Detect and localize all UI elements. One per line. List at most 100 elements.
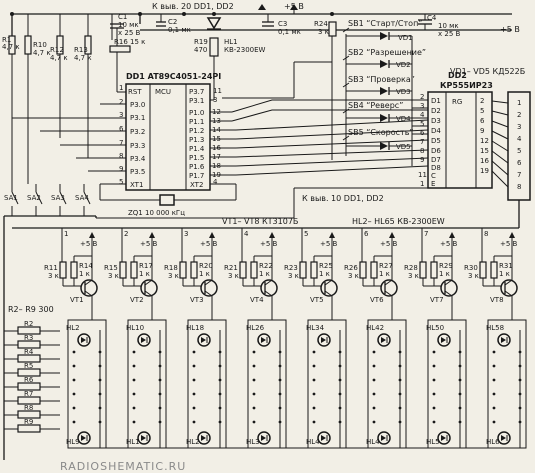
- pullup-resistors: R1 4,7 к R10 4,7 к R12 4,7 к R13 4,7 к: [2, 35, 92, 184]
- dd2-qnum-8: 19: [480, 167, 489, 175]
- dd2-title: DD2: [448, 71, 467, 80]
- c4-value2: х 25 В: [438, 30, 461, 38]
- r13-ref: R13: [74, 46, 88, 54]
- plus5-label: +5 В: [440, 240, 458, 248]
- hl-note: HL2– HL65 КВ-2300EW: [352, 217, 445, 226]
- dd1-p17: P1.7: [189, 172, 204, 180]
- dd2-qnum-3: 6: [480, 117, 485, 125]
- sb5-label: SB5 “Скорость”: [348, 128, 414, 137]
- dd2-out-1: 1: [517, 99, 521, 107]
- plus5-label: +5 В: [500, 240, 518, 248]
- c2-ref: C2: [168, 18, 177, 26]
- dd1-pin-9: 9: [119, 165, 123, 173]
- vd-note: VD1– VD5 КД522Б: [450, 67, 525, 76]
- dd1-p37: P3.7: [189, 88, 204, 96]
- supply-rails: К выв. 20 DD1, DD2 +5 В +5 В: [10, 2, 520, 40]
- buttons-block: R24 3 к SB1 “Старт/Стоп” SB2 “Разрешение…: [222, 19, 428, 166]
- rb-value: 3 к: [48, 272, 59, 280]
- plus5-top: +5 В: [284, 2, 304, 11]
- bus-top-label: К выв. 20 DD1, DD2: [152, 2, 234, 11]
- re-ref: R25: [319, 262, 333, 270]
- dd1-p13: P1.3: [189, 136, 204, 144]
- series-resistor-2: R2: [4, 320, 60, 335]
- quartz-label: ZQ1 10 000 кГц: [128, 209, 185, 217]
- re-value: 1 к: [379, 270, 390, 278]
- sa3-label: SA3: [51, 194, 65, 202]
- rb-value: 3 к: [408, 272, 419, 280]
- dd2-enum: 1: [420, 180, 424, 188]
- driver-index: 1: [64, 230, 68, 238]
- transistor-label: VT8: [490, 296, 504, 304]
- vd5-label: VD5: [396, 143, 411, 151]
- rb-ref: R28: [404, 264, 418, 272]
- driver-index: 5: [304, 230, 308, 238]
- r19-value: 470: [194, 46, 207, 54]
- resistor-label: R8: [24, 404, 33, 412]
- r19-ref: R19: [194, 38, 208, 46]
- re-ref: R20: [199, 262, 213, 270]
- rb-value: 3 к: [168, 272, 179, 280]
- led-bottom-label: HL9: [66, 438, 80, 446]
- rb-value: 3 к: [108, 272, 119, 280]
- sb4-label: SB4 “Реверс”: [348, 101, 403, 110]
- c4-value1: 10 мк: [438, 22, 459, 30]
- plus5-label: +5 В: [140, 240, 158, 248]
- dd1-pin-7: 7: [119, 139, 123, 147]
- led-bottom-label: HL57: [426, 438, 444, 446]
- led-bottom-label: HL41: [306, 438, 324, 446]
- rb-value: 3 к: [468, 272, 479, 280]
- led-bottom-label: HL25: [186, 438, 204, 446]
- r1-value: 4,7 к: [2, 43, 20, 51]
- led-top-label: HL18: [186, 324, 204, 332]
- dd1-p34: P3.4: [130, 155, 146, 163]
- dd1-pin-1: 1: [119, 84, 123, 92]
- dd1-pin-5: 5: [119, 178, 123, 186]
- dd1-chip: DD1 AT89C4051-24PI RST MCU P3.7 P3.1 P3.…: [12, 72, 429, 217]
- dd1-rst: RST: [128, 88, 142, 96]
- dd1-p16: P1.6: [189, 163, 205, 171]
- led-top-label: HL50: [426, 324, 444, 332]
- transistor-label: VT5: [310, 296, 324, 304]
- dd2-d3: D3: [431, 117, 441, 125]
- c1-ref: C1: [118, 13, 127, 21]
- led-top-label: HL2: [66, 324, 80, 332]
- re-ref: R17: [139, 262, 153, 270]
- dd2-cnum: 11: [418, 171, 427, 179]
- c3-group: C3 0,1 мк: [262, 14, 301, 36]
- re-value: 1 к: [259, 270, 270, 278]
- dd2-c: C: [431, 172, 436, 180]
- dd1-pin-6: 6: [119, 125, 124, 133]
- rb-value: 3 к: [228, 272, 239, 280]
- resistor-label: R6: [24, 376, 34, 384]
- led-top-label: HL10: [126, 324, 144, 332]
- plus5-label: +5 В: [260, 240, 278, 248]
- r16-label: R16 15 к: [114, 38, 145, 46]
- rb-ref: R23: [284, 264, 298, 272]
- led-bottom-label: HL17: [126, 438, 144, 446]
- plus5-label: +5 В: [200, 240, 218, 248]
- hl1-ref: HL1: [224, 38, 238, 46]
- dd2-d4: D4: [431, 127, 441, 135]
- dd1-pin-4: 4: [213, 178, 218, 186]
- bus-bottom-label: К выв. 10 DD1, DD2: [302, 194, 384, 203]
- dd2-d8: D8: [431, 164, 441, 172]
- re-ref: R22: [259, 262, 273, 270]
- switches: SA1 SA2 SA3 SA4 К выв. 10 DD1, DD2: [3, 182, 429, 460]
- dd2-d5: D5: [431, 137, 441, 145]
- re-value: 1 к: [319, 270, 330, 278]
- series-resistor-9: R9: [4, 418, 60, 433]
- dd2-d7: D7: [431, 156, 441, 164]
- dd2-out-4: 4: [517, 135, 522, 143]
- vd3-label: VD3: [396, 88, 411, 96]
- c3-value: 0,1 мк: [278, 28, 301, 36]
- series-resistor-6: R6: [4, 376, 60, 391]
- c2-value: 0,1 мк: [168, 26, 191, 34]
- dd1-pin-3: 3: [119, 111, 123, 119]
- dd2-dnum-7: 8: [420, 147, 424, 155]
